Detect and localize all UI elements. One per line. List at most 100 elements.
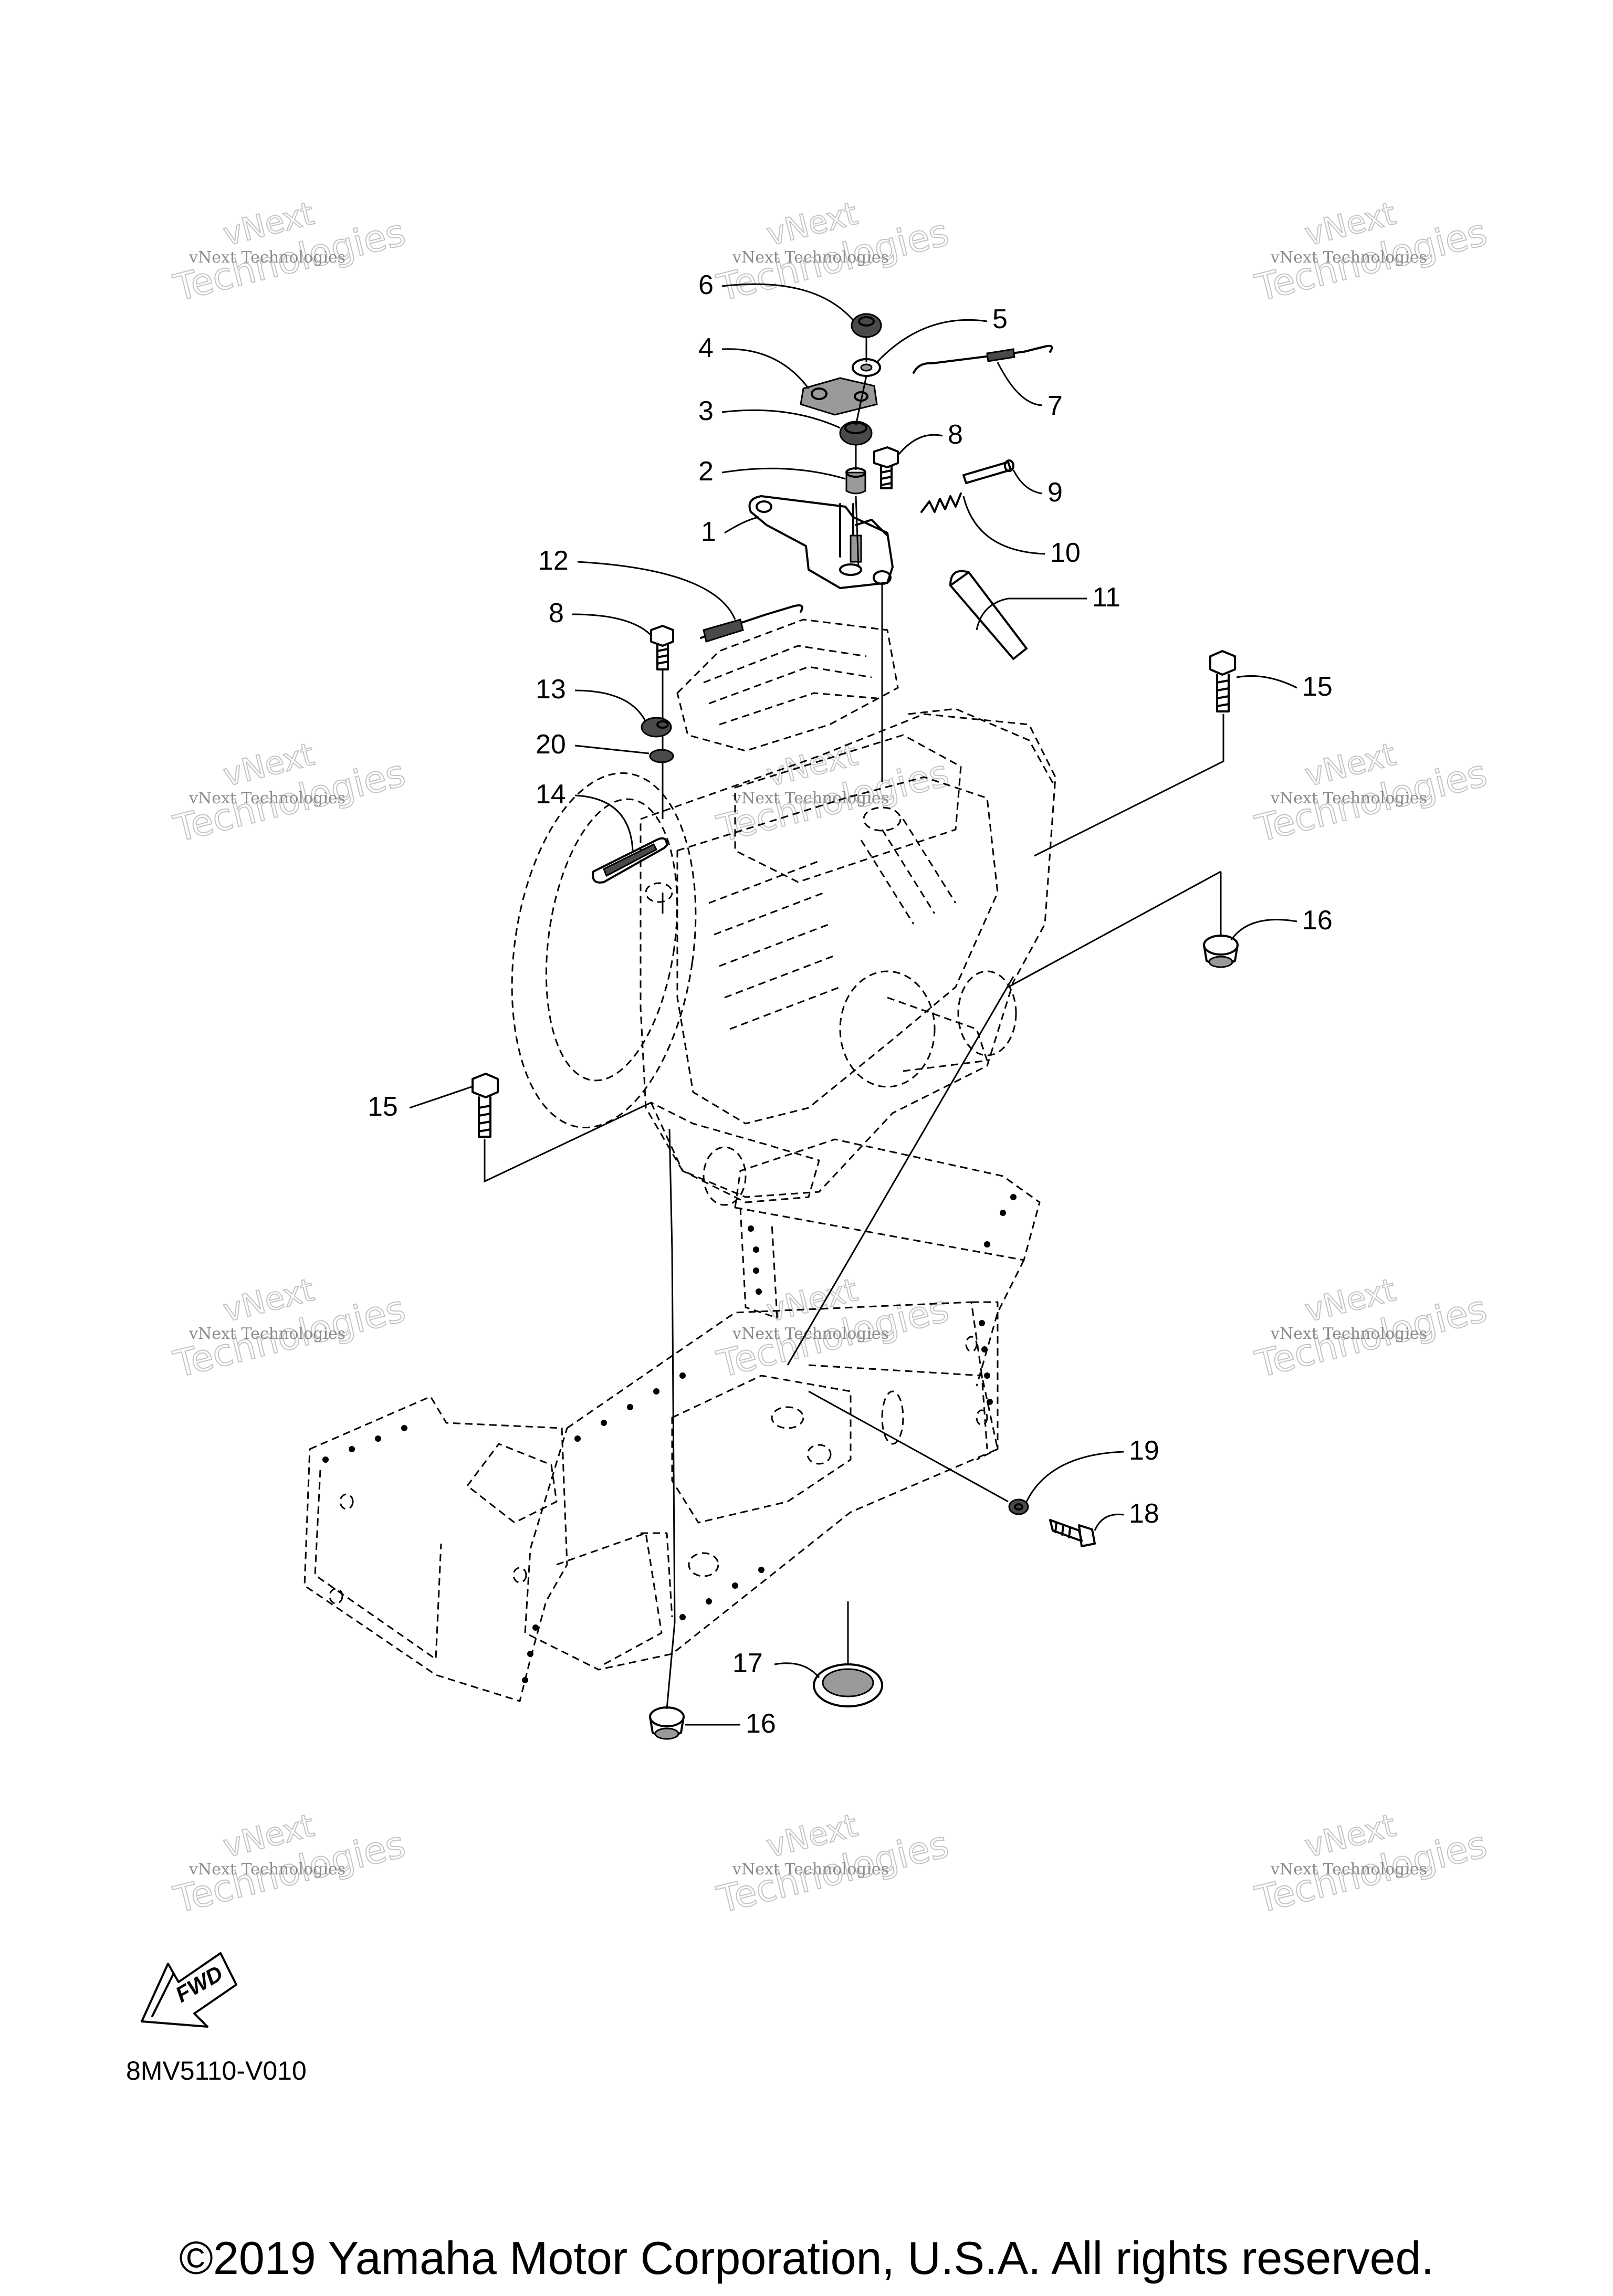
watermark-text: vNext Technologies	[1270, 789, 1427, 808]
part-15-bolt-left	[472, 1073, 499, 1138]
callout-label: 13	[536, 674, 566, 705]
part-1-bracket	[748, 495, 894, 589]
part-6-nut	[851, 313, 882, 338]
part-4-plate	[800, 377, 878, 416]
callout-label: 15	[1302, 672, 1333, 702]
part-7-spring-rod	[913, 344, 1053, 374]
part-11-hose	[949, 570, 1028, 660]
watermark-text: vNext Technologies	[1270, 248, 1427, 267]
part-9-pin	[962, 459, 1014, 484]
watermark: Technologies vNext vNext Technologies	[1251, 736, 1492, 851]
watermark: Technologies vNext vNext Technologies	[1251, 1271, 1492, 1387]
callout-9: 9	[1012, 469, 1063, 508]
callout-label: 8	[948, 420, 963, 450]
callout-label: 19	[1129, 1435, 1159, 1466]
callout-8-upper: 8	[898, 420, 963, 455]
callout-label: 10	[1050, 538, 1081, 568]
fwd-arrow-icon: FWD	[141, 1952, 237, 2028]
diagram-code: 8MV5110-V010	[126, 2056, 307, 2085]
left-cluster: FWD	[141, 604, 1239, 2028]
callout-4: 4	[698, 333, 810, 389]
part-2-collar	[845, 467, 866, 495]
callout-label: 11	[1092, 582, 1120, 613]
callout-label: 15	[368, 1092, 398, 1122]
callout-label: 12	[538, 546, 569, 576]
part-16-grommet-right	[1203, 935, 1239, 968]
watermark-grid: Technologies vNext vNext Technologies Te…	[169, 195, 1492, 1922]
callout-label: 18	[1129, 1498, 1159, 1529]
part-15-bolt-right	[1209, 650, 1236, 712]
watermark: Technologies vNext vNext Technologies	[713, 1807, 954, 1922]
copyright-notice: ©2019 Yamaha Motor Corporation, U.S.A. A…	[179, 2232, 1434, 2284]
callout-6: 6	[698, 270, 854, 321]
frame-outline	[303, 1138, 1041, 1702]
part-17-plug	[813, 1663, 883, 1707]
part-10-spring	[920, 492, 962, 513]
callout-label: 1	[701, 517, 716, 547]
callout-16-bottom: 16	[685, 1708, 776, 1739]
callout-label: 7	[1048, 391, 1063, 421]
watermark-text: vNext Technologies	[188, 1860, 345, 1879]
callout-label: 14	[536, 779, 566, 810]
watermark: Technologies vNext vNext Technologies	[169, 736, 410, 851]
callout-19: 19	[1025, 1435, 1159, 1502]
part-20-circlip	[649, 749, 674, 763]
part-16-grommet-bottom	[649, 1706, 685, 1740]
watermark: Technologies vNext vNext Technologies	[169, 195, 410, 310]
watermark-text: vNext Technologies	[1270, 1325, 1427, 1343]
callout-7: 7	[997, 362, 1063, 421]
engine-outline	[511, 618, 1056, 1206]
callout-17: 17	[732, 1648, 820, 1679]
callouts: 1 2 3 4 5 6 7 8	[368, 270, 1333, 1739]
callout-label: 3	[698, 396, 714, 426]
watermark-text: vNext Technologies	[732, 248, 889, 267]
part-19-washer	[1008, 1498, 1029, 1515]
callout-13: 13	[536, 674, 647, 722]
bracket-assembly	[748, 313, 1053, 660]
callout-20: 20	[536, 729, 650, 760]
callout-10: 10	[962, 496, 1081, 568]
part-14-link	[592, 837, 668, 884]
part-18-bolt	[1049, 1519, 1096, 1547]
callout-label: 16	[746, 1708, 776, 1739]
callout-label: 9	[1048, 477, 1063, 508]
callout-label: 2	[698, 456, 714, 487]
part-8-bolt-upper	[873, 446, 899, 489]
part-13-washer	[641, 717, 672, 738]
callout-2: 2	[698, 456, 846, 487]
callout-label: 17	[732, 1648, 763, 1679]
callout-label: 8	[549, 598, 564, 628]
alignment-lines	[484, 336, 1224, 1710]
watermark-text: vNext Technologies	[188, 789, 345, 808]
watermark: Technologies vNext vNext Technologies	[1251, 195, 1492, 310]
callout-16-right: 16	[1230, 905, 1333, 940]
watermark: Technologies vNext vNext Technologies	[169, 1807, 410, 1922]
part-12-spring	[700, 604, 803, 643]
callout-8-lower: 8	[549, 598, 652, 636]
watermark-text: vNext Technologies	[1270, 1860, 1427, 1879]
watermark: Technologies vNext vNext Technologies	[169, 1271, 410, 1387]
watermark: Technologies vNext vNext Technologies	[1251, 1807, 1492, 1922]
callout-label: 16	[1302, 905, 1333, 936]
callout-3: 3	[698, 396, 841, 429]
watermark-text: vNext Technologies	[188, 248, 345, 267]
watermark-text: vNext Technologies	[188, 1325, 345, 1343]
callout-15-right: 15	[1236, 672, 1333, 702]
callout-12: 12	[538, 546, 736, 620]
watermark-text: vNext Technologies	[732, 1325, 889, 1343]
watermark: Technologies vNext vNext Technologies	[713, 195, 954, 310]
callout-18: 18	[1094, 1498, 1159, 1531]
watermark-text: vNext Technologies	[732, 1860, 889, 1879]
callout-15-left: 15	[368, 1086, 472, 1122]
callout-label: 20	[536, 729, 566, 760]
watermark: Technologies vNext vNext Technologies	[713, 736, 954, 851]
callout-label: 5	[992, 304, 1008, 334]
callout-label: 4	[698, 333, 714, 363]
callout-1: 1	[701, 516, 759, 547]
callout-14: 14	[536, 779, 634, 851]
callout-label: 6	[698, 270, 714, 300]
watermark-text: vNext Technologies	[732, 789, 889, 808]
callout-5: 5	[876, 304, 1008, 363]
callout-11: 11	[976, 582, 1120, 631]
